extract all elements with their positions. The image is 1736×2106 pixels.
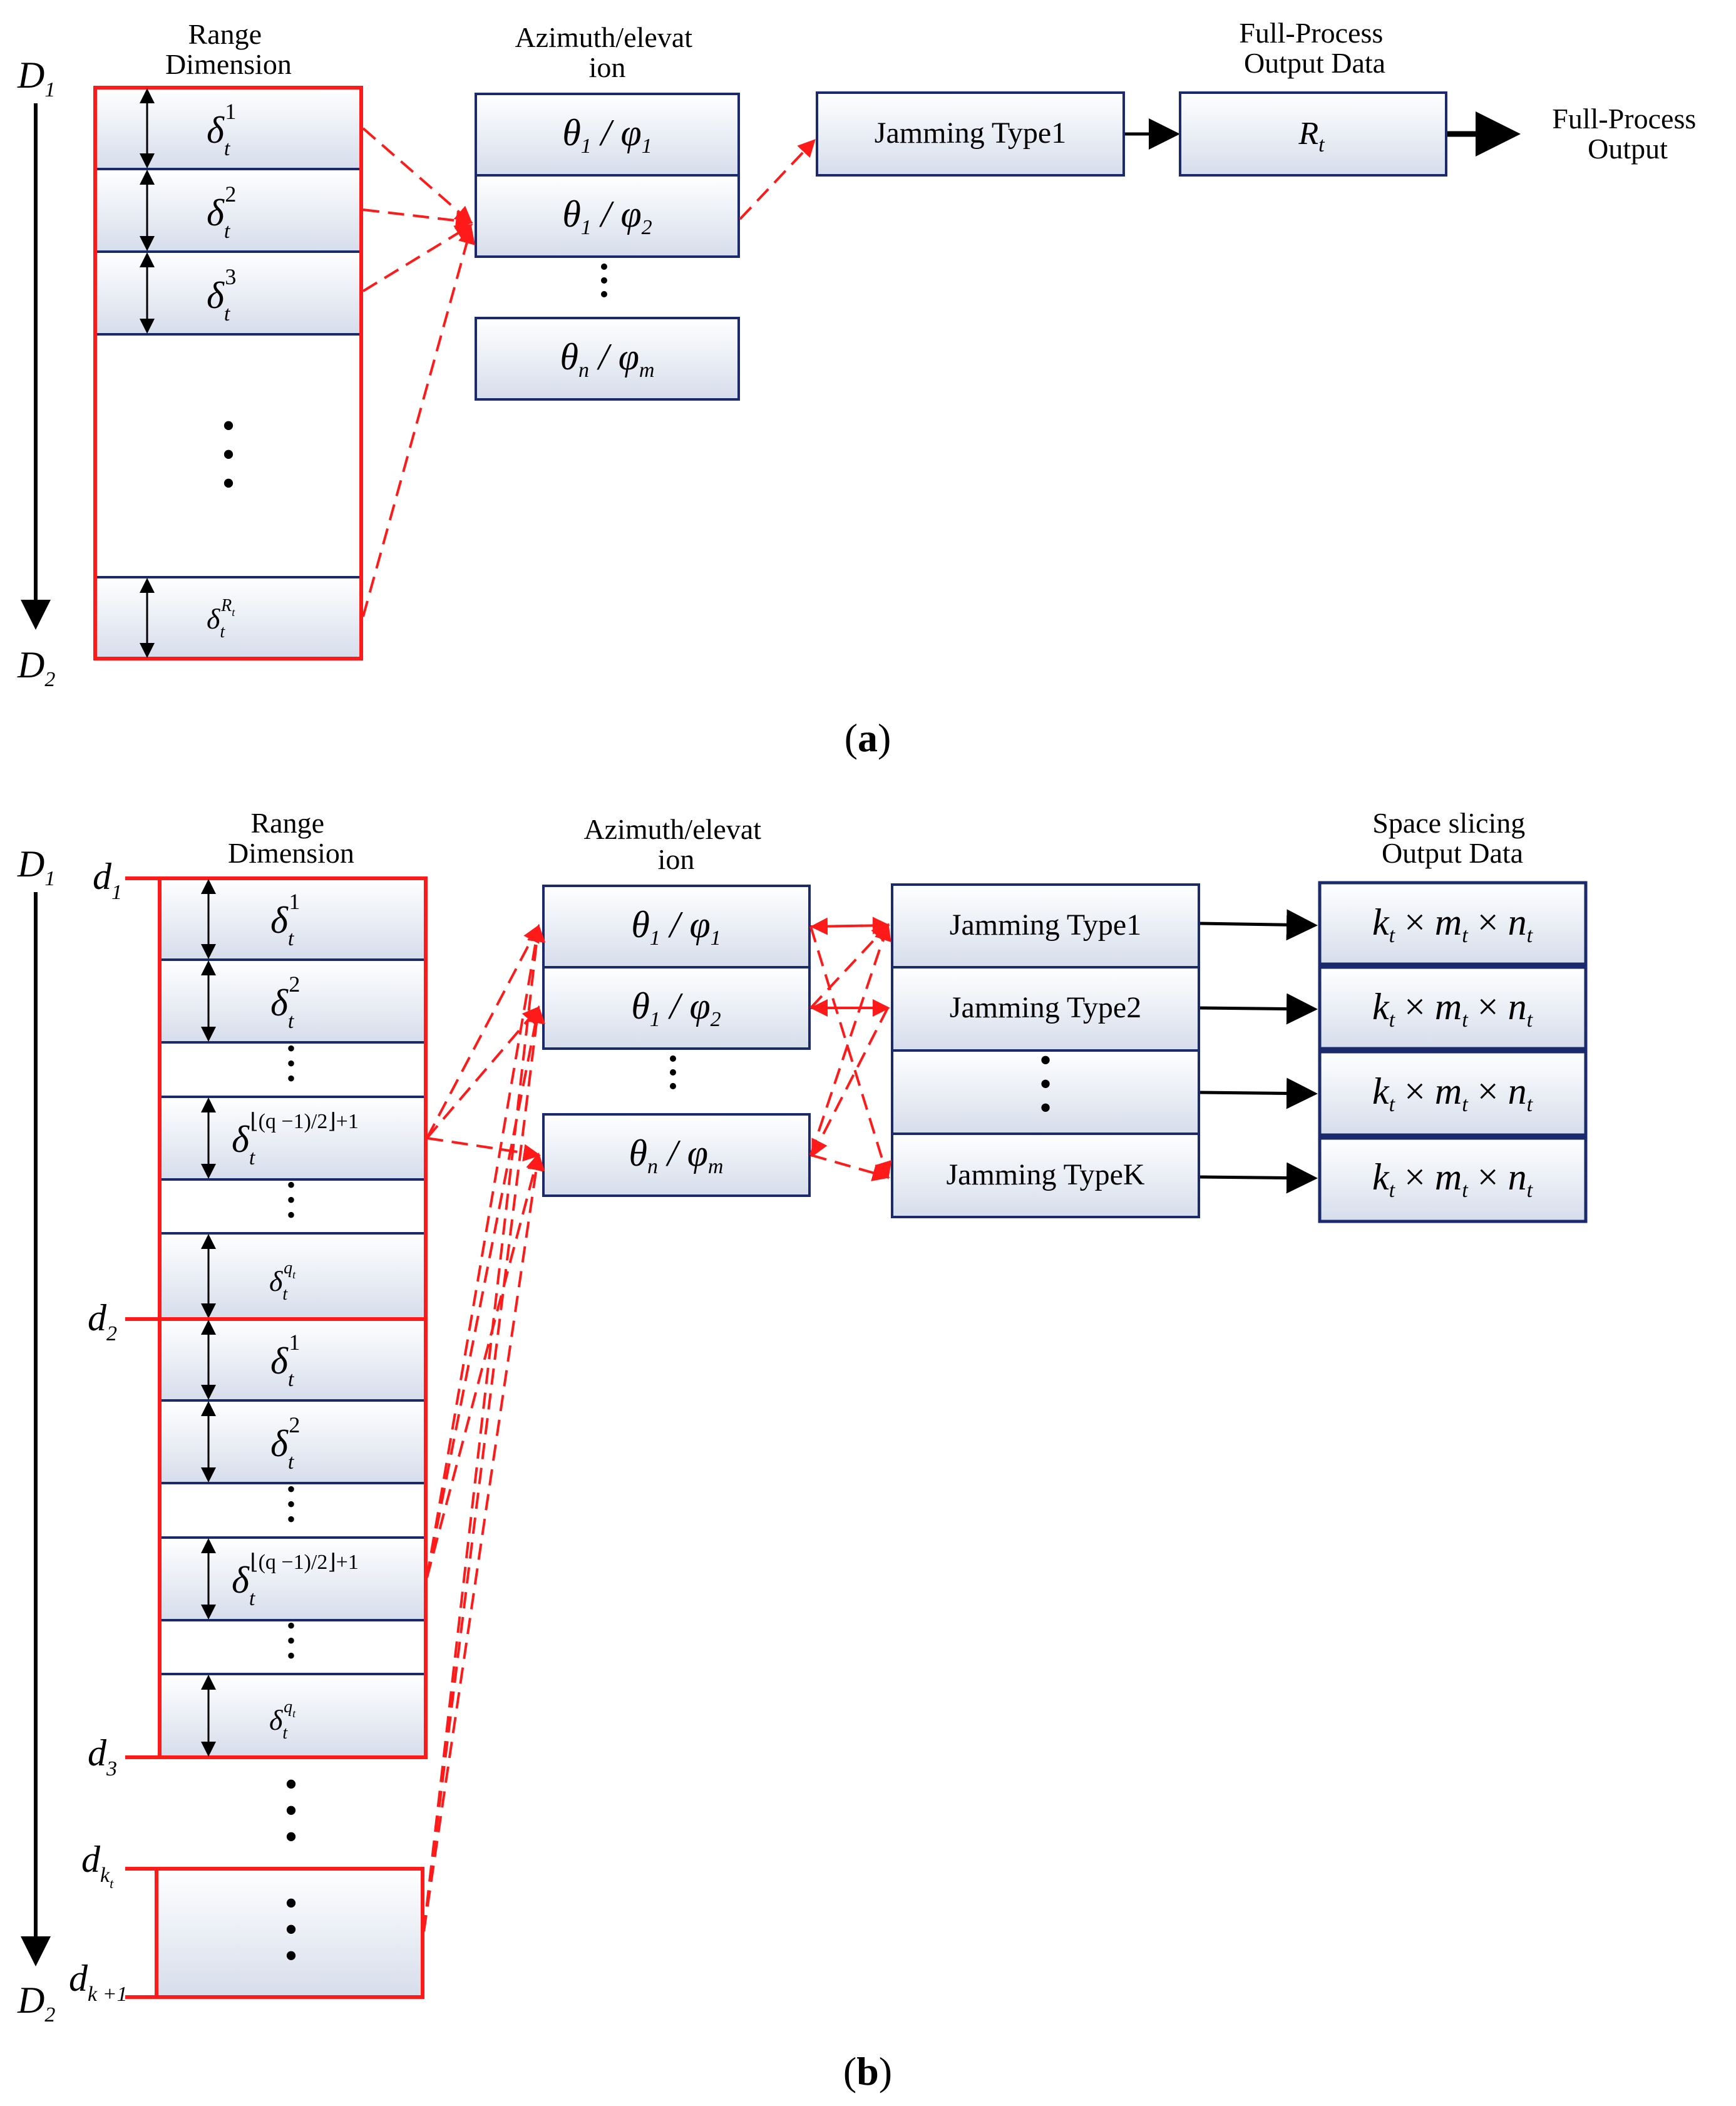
- svg-text:•••: •••: [284, 1883, 297, 1976]
- svg-text:•••: •••: [287, 1034, 295, 1092]
- output-cell-1: kt × mt × nt: [1372, 901, 1534, 947]
- svg-text:•••: •••: [287, 1611, 295, 1670]
- output-box-a: [1179, 91, 1447, 177]
- output-column-b: kt × mt × nt kt × mt × nt kt × mt × nt k…: [1318, 881, 1588, 1223]
- svg-text:•••: •••: [669, 1045, 678, 1101]
- slice-a-1: δt1: [207, 99, 236, 160]
- azimuth-column-a: θ1 / φ1 θ1 / φ2 ••• θn / φm: [475, 93, 740, 401]
- angle-b-1: θ1 / φ1: [631, 904, 721, 950]
- slice-b1-1: δt1: [270, 889, 300, 950]
- angle-a-2: θ1 / φ2: [562, 193, 652, 239]
- d-label-k: dkt: [81, 1839, 114, 1891]
- az-header-a: Azimuth/elevat ion: [515, 21, 699, 83]
- az-ellipsis-a: •••: [600, 253, 609, 309]
- range-header-b: Range Dimension: [228, 807, 354, 869]
- axis-D2-label: D2: [17, 1980, 55, 2026]
- axis-d1-label: D1: [17, 54, 55, 101]
- jamming-b-1: Jamming Type1: [950, 908, 1141, 942]
- d-label-k1: dk +1: [69, 1958, 128, 2006]
- range-header-a: Range Dimension: [165, 18, 292, 80]
- azimuth-column-b: θ1 / φ1 θ1 / φ2 ••• θn / φm: [542, 885, 811, 1197]
- d-label-2: d2: [88, 1297, 117, 1345]
- axis-D1-label: D1: [17, 843, 55, 890]
- output-cell-4: kt × mt × nt: [1372, 1156, 1534, 1202]
- svg-text:•••: •••: [1039, 1041, 1052, 1127]
- output-cell-3: kt × mt × nt: [1372, 1071, 1534, 1116]
- svg-text:•••: •••: [287, 1171, 295, 1229]
- axis-d2-label: D2: [17, 644, 55, 691]
- d-label-1: d1: [93, 856, 122, 904]
- range-to-azimuth-links: [423, 924, 546, 1932]
- azimuth-to-jamming-links: [809, 917, 892, 1181]
- d-label-3: d3: [88, 1732, 117, 1780]
- angle-b-2: θ1 / φ2: [631, 985, 721, 1031]
- angle-b-n: θn / φm: [629, 1133, 724, 1178]
- range-column-a: δt1 δt2 δt3 ••• δtRt: [93, 86, 363, 660]
- caption-a: (a): [845, 716, 891, 760]
- range-group-1: δt1 δt2 ••• δt⌊(q −1)/2⌋+1 ••• δtqt: [158, 876, 428, 1321]
- svg-text:•••: •••: [284, 1764, 297, 1857]
- angle-a-n: θn / φm: [560, 336, 655, 382]
- az-header-b: Azimuth/elevat ion: [583, 813, 768, 875]
- output-cell-2: kt × mt × nt: [1372, 986, 1534, 1032]
- ellipsis-a: •••: [222, 405, 235, 504]
- panel-b: D1 D2 d1 d2 d3 dkt dk +1 Range Dimension: [17, 807, 1588, 2093]
- panel-a: D1 D2 Range Dimension δt1: [17, 17, 1703, 760]
- slice-a-2: δt2: [207, 182, 236, 243]
- range-group-k: [155, 1867, 424, 1999]
- jamming-b-k: Jamming TypeK: [946, 1158, 1144, 1191]
- svg-text:•••: •••: [287, 1475, 295, 1533]
- jamming-column-b: Jamming Type1 Jamming Type2 ••• Jamming …: [891, 883, 1200, 1218]
- jamming-label-a: Jamming Type1: [875, 116, 1066, 150]
- jamming-box-a: [816, 91, 1125, 177]
- slice-a-3: δt3: [207, 264, 236, 326]
- jamming-b-2: Jamming Type2: [950, 991, 1141, 1024]
- full-process-header-a: Full-Process Output Data: [1239, 17, 1390, 79]
- caption-b: (b): [843, 2049, 892, 2093]
- slice-a-r: δtRt: [207, 596, 235, 642]
- range-group-2: δt1 δt2 ••• δt⌊(q −1)/2⌋+1 ••• δtqt: [158, 1317, 428, 1759]
- output-value-a: Rt: [1298, 116, 1325, 157]
- final-output-label-a: Full-Process Output: [1552, 103, 1703, 165]
- angle-a-1: θ1 / φ1: [562, 112, 652, 158]
- space-header-b: Space slicing Output Data: [1372, 807, 1533, 869]
